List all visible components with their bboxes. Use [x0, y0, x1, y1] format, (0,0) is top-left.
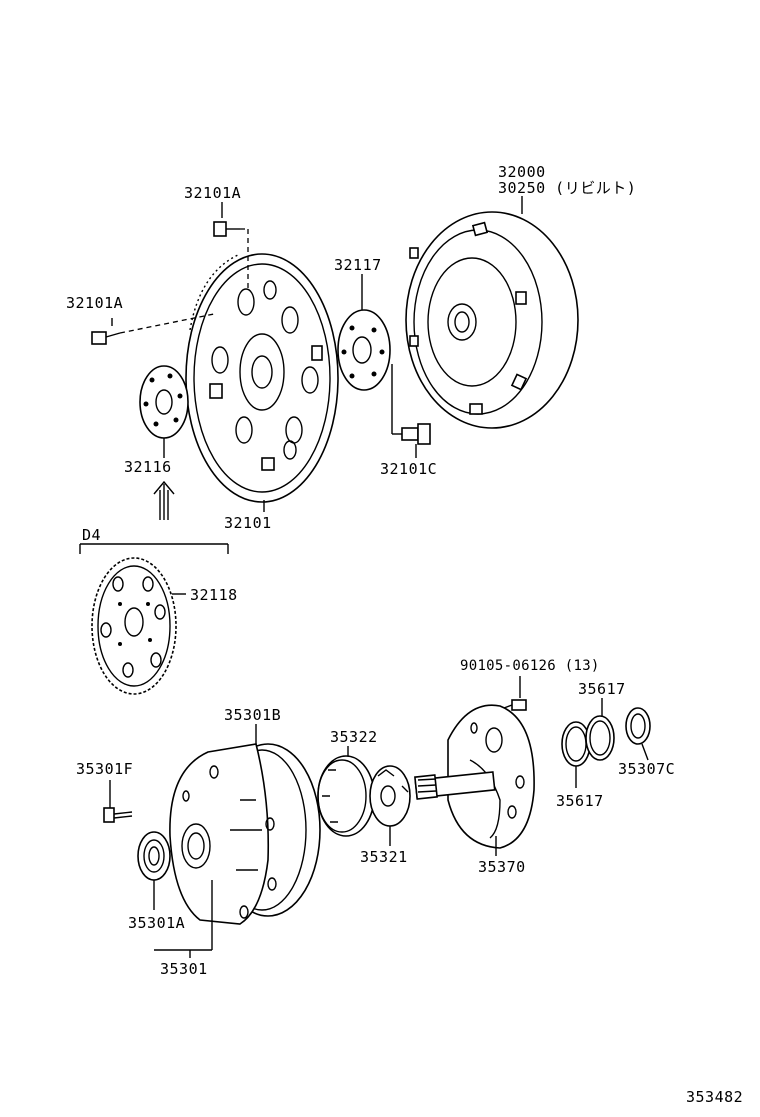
label-35301B: 35301B	[224, 706, 281, 724]
spacer-32116	[139, 365, 189, 439]
plate-32118	[91, 557, 186, 695]
bolt-90105	[503, 676, 527, 711]
label-32101C: 32101C	[380, 460, 437, 478]
label-figure-number: 353482	[686, 1088, 743, 1106]
drive-gear	[369, 765, 411, 846]
oil-seal	[137, 831, 171, 881]
bolt-32101C	[391, 364, 431, 458]
label-32116: 32116	[124, 458, 172, 476]
drive-plate	[185, 253, 339, 503]
label-30250: 30250 (リビルト)	[498, 179, 636, 197]
label-32101: 32101	[224, 514, 272, 532]
label-35301F: 35301F	[76, 760, 133, 778]
label-90105: 90105-06126 (13)	[460, 658, 600, 674]
label-35307C: 35307C	[618, 760, 675, 778]
label-32117: 32117	[334, 256, 382, 274]
stator-shaft	[414, 704, 535, 856]
bolt-32101A-left	[91, 313, 215, 345]
d4-bracket	[79, 543, 229, 554]
bracket-35301	[153, 880, 213, 958]
pump-body	[169, 724, 321, 925]
label-32101A-top: 32101A	[184, 184, 241, 202]
label-35301: 35301	[160, 960, 208, 978]
arrow-up-icon	[153, 480, 175, 520]
label-35321: 35321	[360, 848, 408, 866]
seal-ring-2	[585, 698, 615, 761]
bolt-32101A-top	[213, 202, 249, 290]
spacer-32117	[337, 274, 391, 391]
label-d4: D4	[82, 526, 101, 544]
label-35617-top: 35617	[578, 680, 626, 698]
label-35301A: 35301A	[128, 914, 185, 932]
label-35617-bottom: 35617	[556, 792, 604, 810]
label-32101A-left: 32101A	[66, 294, 123, 312]
torque-converter	[405, 196, 579, 429]
bolt-35301F	[103, 780, 133, 823]
label-32118: 32118	[190, 586, 238, 604]
label-35322: 35322	[330, 728, 378, 746]
label-35370: 35370	[478, 858, 526, 876]
thrust-washer	[625, 707, 651, 761]
label-32000: 32000	[498, 163, 546, 181]
driven-gear	[317, 746, 375, 837]
